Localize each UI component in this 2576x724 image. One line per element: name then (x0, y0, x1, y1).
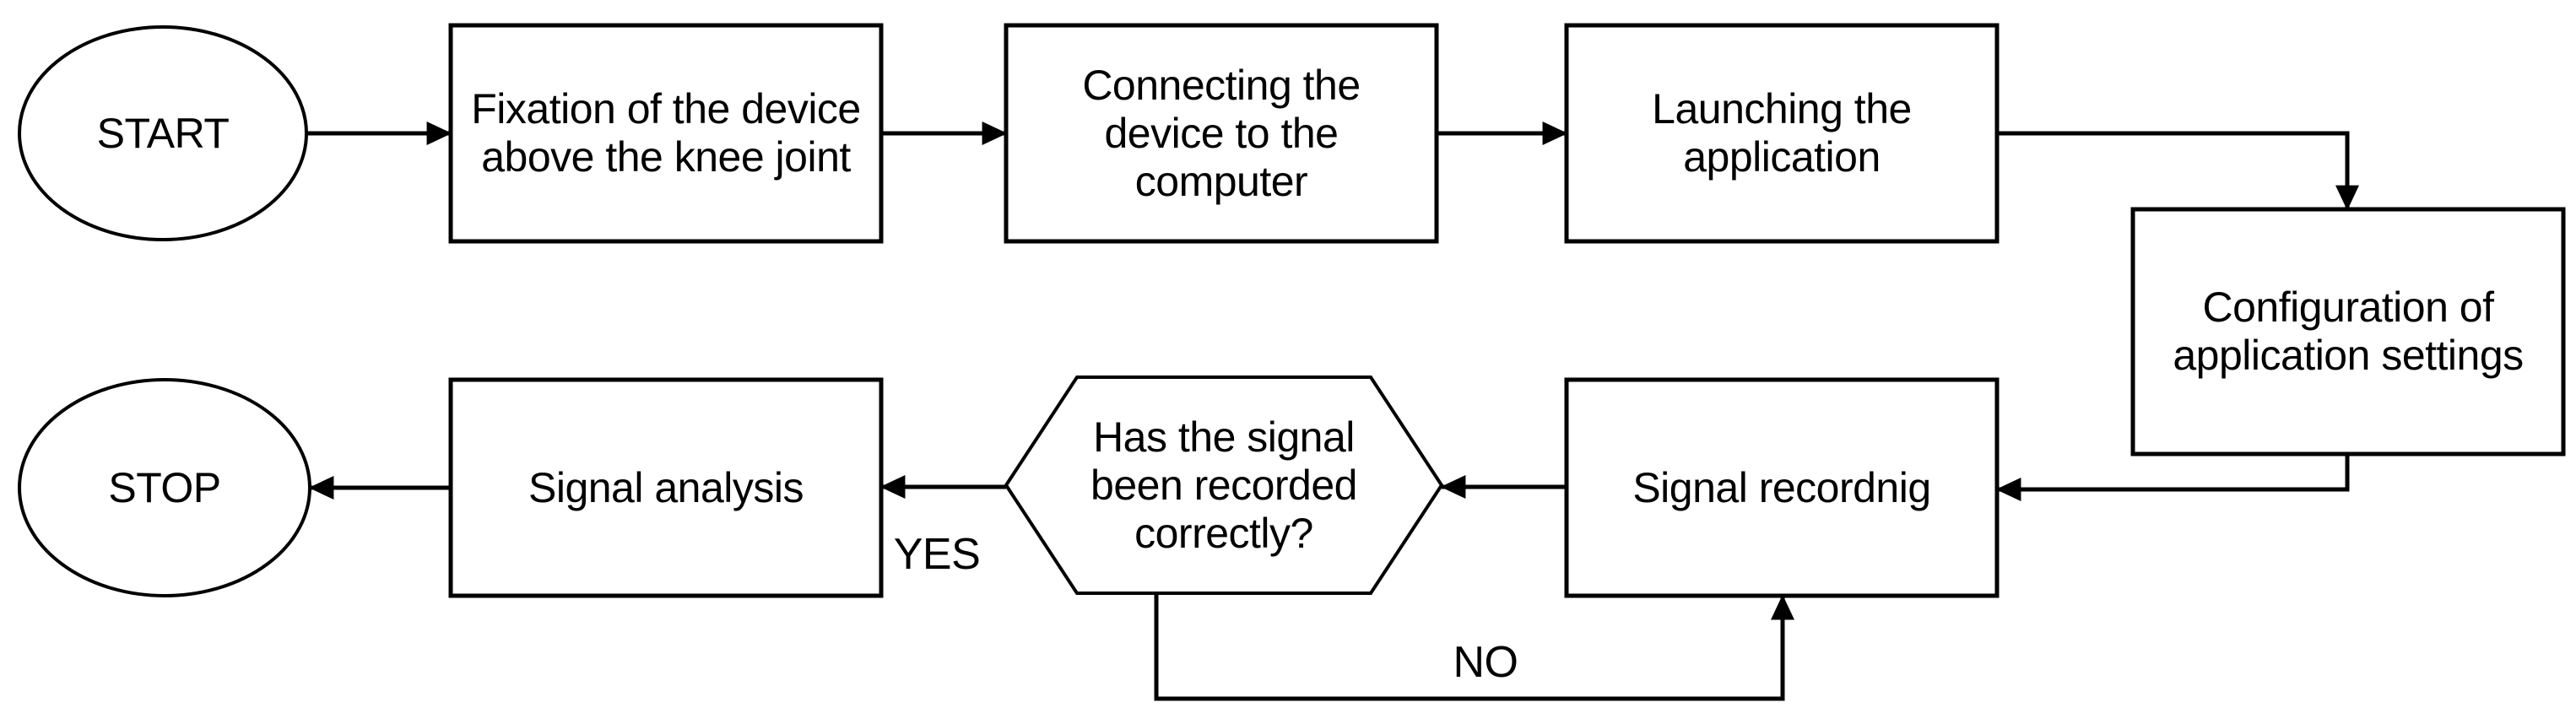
fixation-box (448, 23, 884, 244)
connecting-box (1004, 23, 1439, 244)
stop-ellipse (18, 378, 311, 597)
analysis-box (448, 377, 884, 598)
recording-box (1564, 377, 2000, 598)
decision-hexagon (1004, 376, 1444, 595)
edge-configuration-to-recording (1995, 454, 2350, 501)
start-ellipse (18, 25, 308, 241)
configuration-box (2130, 207, 2566, 457)
launching-box (1564, 23, 2000, 244)
edge-launching-to-configuration (1997, 131, 2359, 211)
edge-decision-no-to-recording (1154, 593, 1794, 701)
